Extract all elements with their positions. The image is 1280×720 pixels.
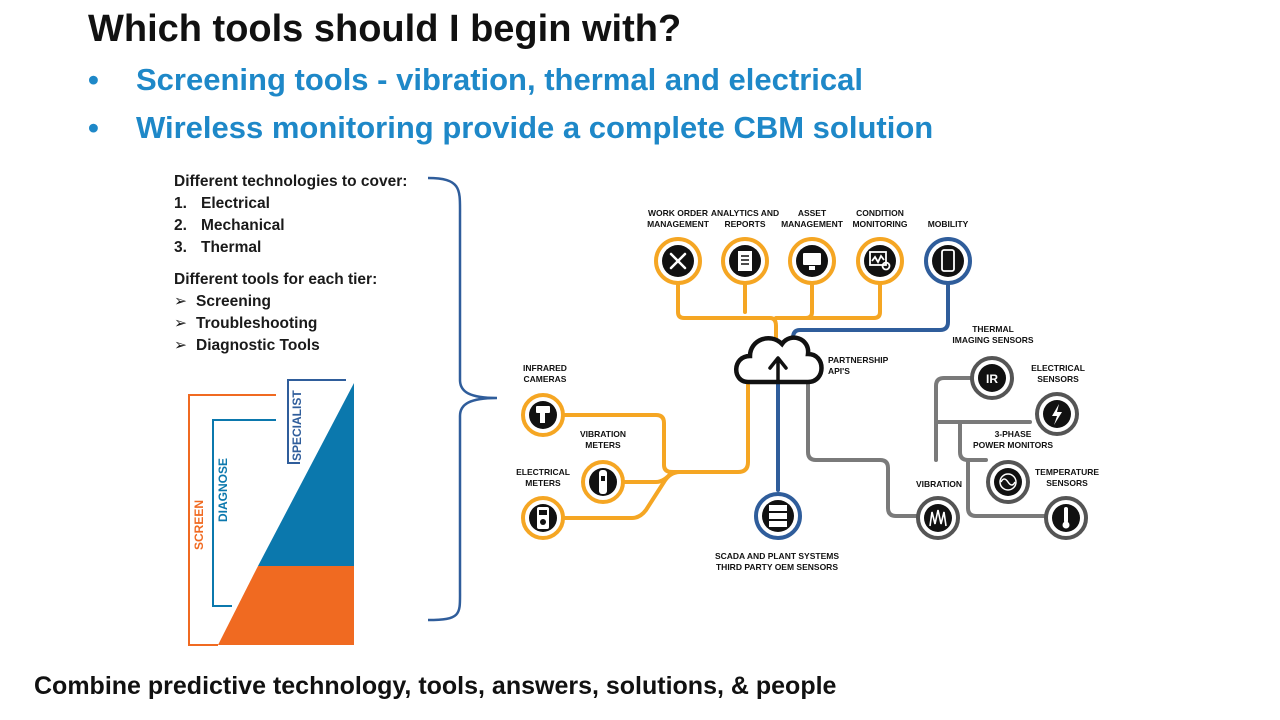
monitor-icon [803,253,821,270]
svg-text:VIBRATION: VIBRATION [580,429,626,439]
lightning-sensor-icon [1052,404,1062,425]
tier-item: ➢Diagnostic Tools [174,335,434,357]
tiers-heading: Different tools for each tier: [174,271,378,288]
arrow-icon: ➢ [174,315,187,332]
slide-title: Which tools should I begin with? [88,8,682,50]
node-power-monitors: 3-PHASE POWER MONITORS [973,429,1053,504]
pyramid-orange-area [218,566,354,645]
bullet-text: Wireless monitoring provide a complete C… [136,110,934,145]
svg-text:METERS: METERS [525,478,561,488]
node-cloud-api: PARTNERSHIP API'S [734,335,889,385]
pyramid-blue-area [258,383,354,566]
svg-text:POWER MONITORS: POWER MONITORS [973,440,1053,450]
multimeter-icon [537,507,549,529]
svg-text:REPORTS: REPORTS [724,219,765,229]
node-infrared-cameras: INFRARED CAMERAS [521,363,567,437]
notes-block: Different technologies to cover: 1.Elect… [174,171,434,357]
svg-text:PARTNERSHIP: PARTNERSHIP [828,355,889,365]
node-thermal-imaging-sensors: THERMAL IMAGING SENSORS IR [952,324,1034,400]
wrench-screwdriver-icon [669,252,687,270]
technology-item: 1.Electrical [174,195,270,212]
power-monitor-icon [999,473,1017,491]
svg-text:3-PHASE: 3-PHASE [995,429,1032,439]
svg-text:TEMPERATURE: TEMPERATURE [1035,467,1099,477]
svg-text:CONDITION: CONDITION [856,208,904,218]
svg-text:WORK ORDER: WORK ORDER [648,208,708,218]
bullet-marker: • [88,110,99,145]
clipboard-icon [738,251,752,271]
technologies-heading: Different technologies to cover: [174,173,408,190]
specialist-label: SPECIALIST [290,390,304,461]
diagnose-bracket [212,419,276,607]
svg-text:SENSORS: SENSORS [1046,478,1088,488]
bullet-wireless: • Wireless monitoring provide a complete … [88,110,933,146]
node-asset-management: ASSET MANAGEMENT [781,208,844,285]
svg-text:METERS: METERS [585,440,621,450]
svg-text:IMAGING SENSORS: IMAGING SENSORS [952,335,1034,345]
node-vibration-sensor: VIBRATION [916,479,962,540]
specialist-bracket [287,379,346,464]
svg-text:THERMAL: THERMAL [972,324,1014,334]
tier-pyramid: SCREEN DIAGNOSE SPECIALIST [188,379,354,646]
ir-sensor-icon: IR [986,372,998,386]
svg-text:ELECTRICAL: ELECTRICAL [516,467,570,477]
bullet-marker: • [88,62,99,97]
connector-lines [560,283,1047,520]
vibration-pen-icon [599,470,607,494]
screen-bracket [188,394,276,646]
phone-icon [941,249,955,272]
svg-text:ELECTRICAL: ELECTRICAL [1031,363,1085,373]
node-scada: SCADA AND PLANT SYSTEMS THIRD PARTY OEM … [715,492,839,572]
bullet-text: Screening tools - vibration, thermal and… [136,62,863,97]
svg-text:API'S: API'S [828,366,850,376]
svg-text:ANALYTICS AND: ANALYTICS AND [711,208,779,218]
svg-text:CAMERAS: CAMERAS [524,374,567,384]
svg-text:MOBILITY: MOBILITY [928,219,969,229]
thermal-camera-icon [536,406,550,423]
magnifier-chart-icon [869,251,891,271]
svg-text:VIBRATION: VIBRATION [916,479,962,489]
thermometer-icon [1062,507,1070,529]
svg-text:INFRARED: INFRARED [523,363,567,373]
tier-item: ➢Screening [174,291,434,313]
node-temperature-sensors: TEMPERATURE SENSORS [1035,467,1099,540]
node-work-order: WORK ORDER MANAGEMENT [647,208,710,285]
diagnose-label: DIAGNOSE [216,458,230,522]
node-vibration-meters: VIBRATION METERS [580,429,626,504]
curly-brace [427,176,498,622]
svg-text:MANAGEMENT: MANAGEMENT [647,219,710,229]
svg-text:ASSET: ASSET [798,208,827,218]
tier-item: ➢Troubleshooting [174,313,434,335]
node-analytics: ANALYTICS AND REPORTS [711,208,779,285]
node-condition-monitoring: CONDITION MONITORING [852,208,908,285]
node-electrical-meters: ELECTRICAL METERS [516,467,570,540]
screen-label: SCREEN [192,500,206,550]
technology-item: 3.Thermal [174,239,262,256]
arrow-icon: ➢ [174,293,187,310]
bullet-screening: • Screening tools - vibration, thermal an… [88,62,863,98]
svg-text:MONITORING: MONITORING [852,219,907,229]
node-mobility: MOBILITY [924,219,972,285]
footer-text: Combine predictive technology, tools, an… [34,672,837,700]
arrow-icon: ➢ [174,337,187,354]
server-icon [769,505,787,527]
svg-text:SCADA AND PLANT SYSTEMS: SCADA AND PLANT SYSTEMS [715,551,839,561]
svg-text:MANAGEMENT: MANAGEMENT [781,219,844,229]
svg-text:THIRD PARTY OEM SENSORS: THIRD PARTY OEM SENSORS [716,562,838,572]
technology-item: 2.Mechanical [174,217,285,234]
vibration-sensor-icon [929,509,947,527]
node-electrical-sensors: ELECTRICAL SENSORS [1031,363,1085,436]
svg-text:SENSORS: SENSORS [1037,374,1079,384]
